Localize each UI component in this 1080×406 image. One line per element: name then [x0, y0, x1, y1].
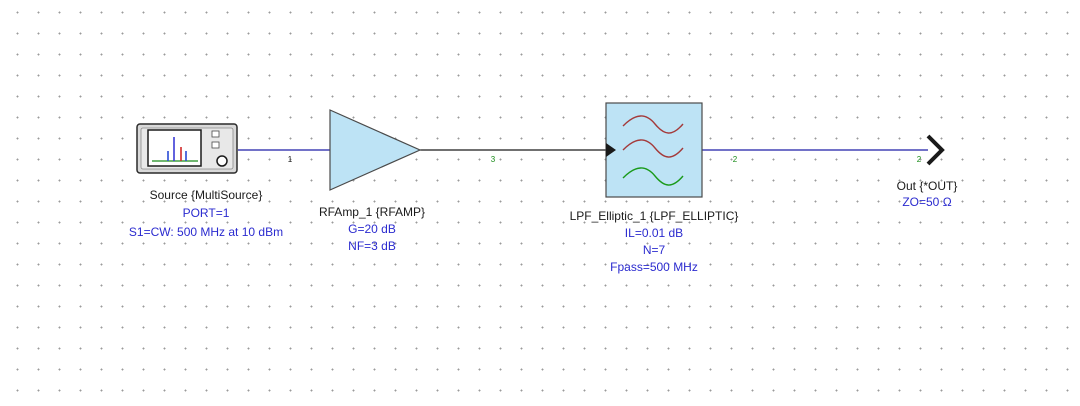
amplifier-name[interactable]: RFAmp_1 {RFAMP} — [318, 205, 426, 219]
node-label-1: 1 — [287, 155, 293, 164]
filter-param-il[interactable]: IL=0.01 dB — [624, 226, 684, 240]
node-label-3: 3 — [490, 155, 496, 164]
source-param-s1[interactable]: S1=CW: 500 MHz at 10 dBm — [128, 225, 284, 239]
filter-param-fpass[interactable]: Fpass=500 MHz — [610, 260, 698, 274]
node-label-2b: 2 — [916, 155, 922, 164]
amplifier-component[interactable] — [329, 109, 422, 191]
node-label-2a: 2 — [732, 155, 738, 164]
source-component[interactable] — [136, 123, 238, 174]
output-port-arrow-icon[interactable] — [926, 134, 945, 166]
filter-param-n[interactable]: N=7 — [642, 243, 666, 257]
filter-component[interactable] — [605, 102, 703, 198]
filter-name[interactable]: LPF_Elliptic_1 {LPF_ELLIPTIC} — [569, 209, 739, 223]
filter-body[interactable] — [605, 102, 703, 198]
lowpass-filter-icon — [622, 115, 684, 186]
amplifier-triangle-icon[interactable] — [329, 109, 422, 191]
multisource-spectrum-icon — [147, 129, 228, 167]
amplifier-param-gain[interactable]: G=20 dB — [348, 222, 396, 236]
source-name[interactable]: Source {MultiSource} — [149, 188, 263, 202]
amplifier-param-nf[interactable]: NF=3 dB — [348, 239, 396, 253]
output-name[interactable]: Out {*OUT} — [896, 179, 958, 193]
filter-input-arrow-icon — [606, 143, 616, 157]
source-param-port[interactable]: PORT=1 — [182, 206, 230, 220]
output-param-zo[interactable]: ZO=50 Ω — [902, 195, 952, 209]
output-port[interactable] — [926, 134, 945, 166]
